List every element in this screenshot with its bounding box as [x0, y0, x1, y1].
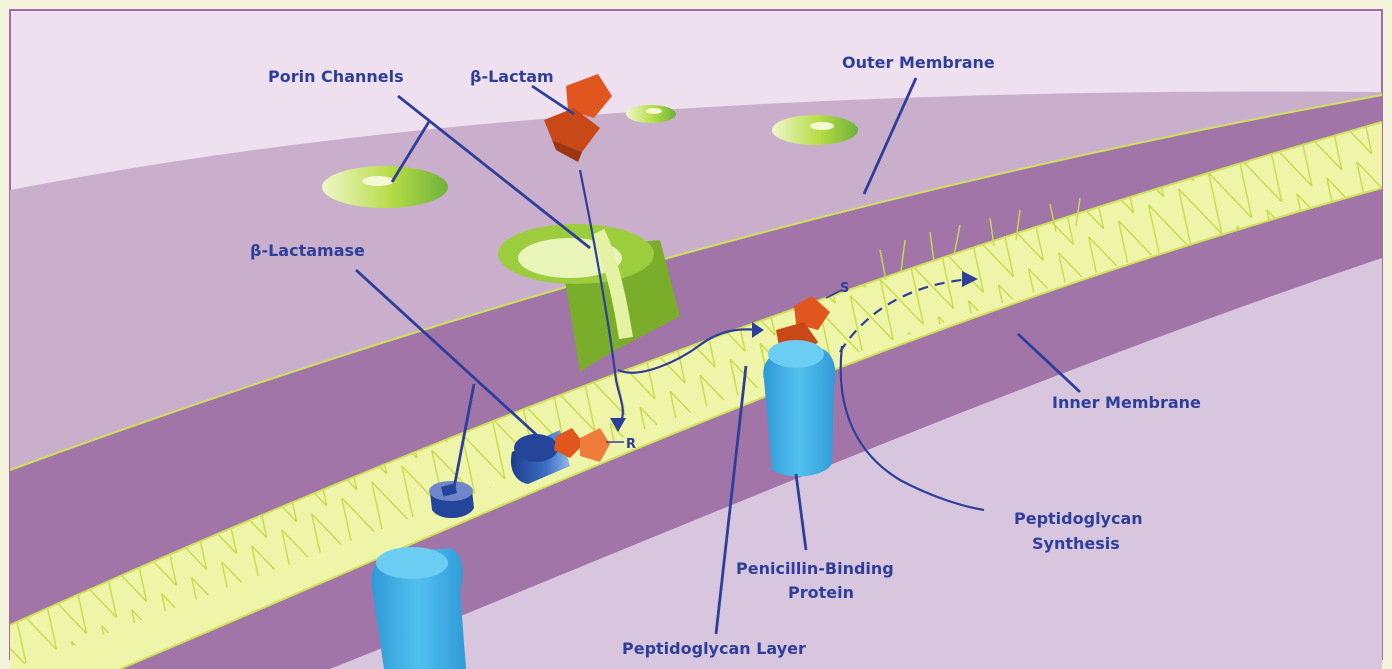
label-inner-membrane: Inner Membrane: [1052, 393, 1201, 412]
label-marker-r: R: [626, 437, 636, 452]
label-penicillin-binding-2: Protein: [788, 583, 854, 602]
porin-disk-1: [322, 166, 448, 208]
label-outer-membrane: Outer Membrane: [842, 53, 995, 72]
label-peptidoglycan-layer: Peptidoglycan Layer: [622, 639, 806, 658]
label-beta-lactam: β-Lactam: [470, 67, 554, 86]
lactamase-small: [429, 481, 474, 518]
label-peptidoglycan-synthesis-2: Synthesis: [1032, 534, 1120, 553]
penicillin-binding-protein-2: [371, 547, 466, 669]
porin-disk-3: [772, 115, 858, 145]
label-marker-s: S: [840, 281, 849, 296]
label-peptidoglycan-synthesis-1: Peptidoglycan: [1014, 509, 1143, 528]
label-porin-channels: Porin Channels: [268, 67, 404, 86]
porin-disk-2: [626, 105, 676, 123]
label-penicillin-binding-1: Penicillin-Binding: [736, 559, 894, 578]
label-beta-lactamase: β-Lactamase: [250, 241, 365, 260]
penicillin-binding-protein: [763, 340, 835, 476]
